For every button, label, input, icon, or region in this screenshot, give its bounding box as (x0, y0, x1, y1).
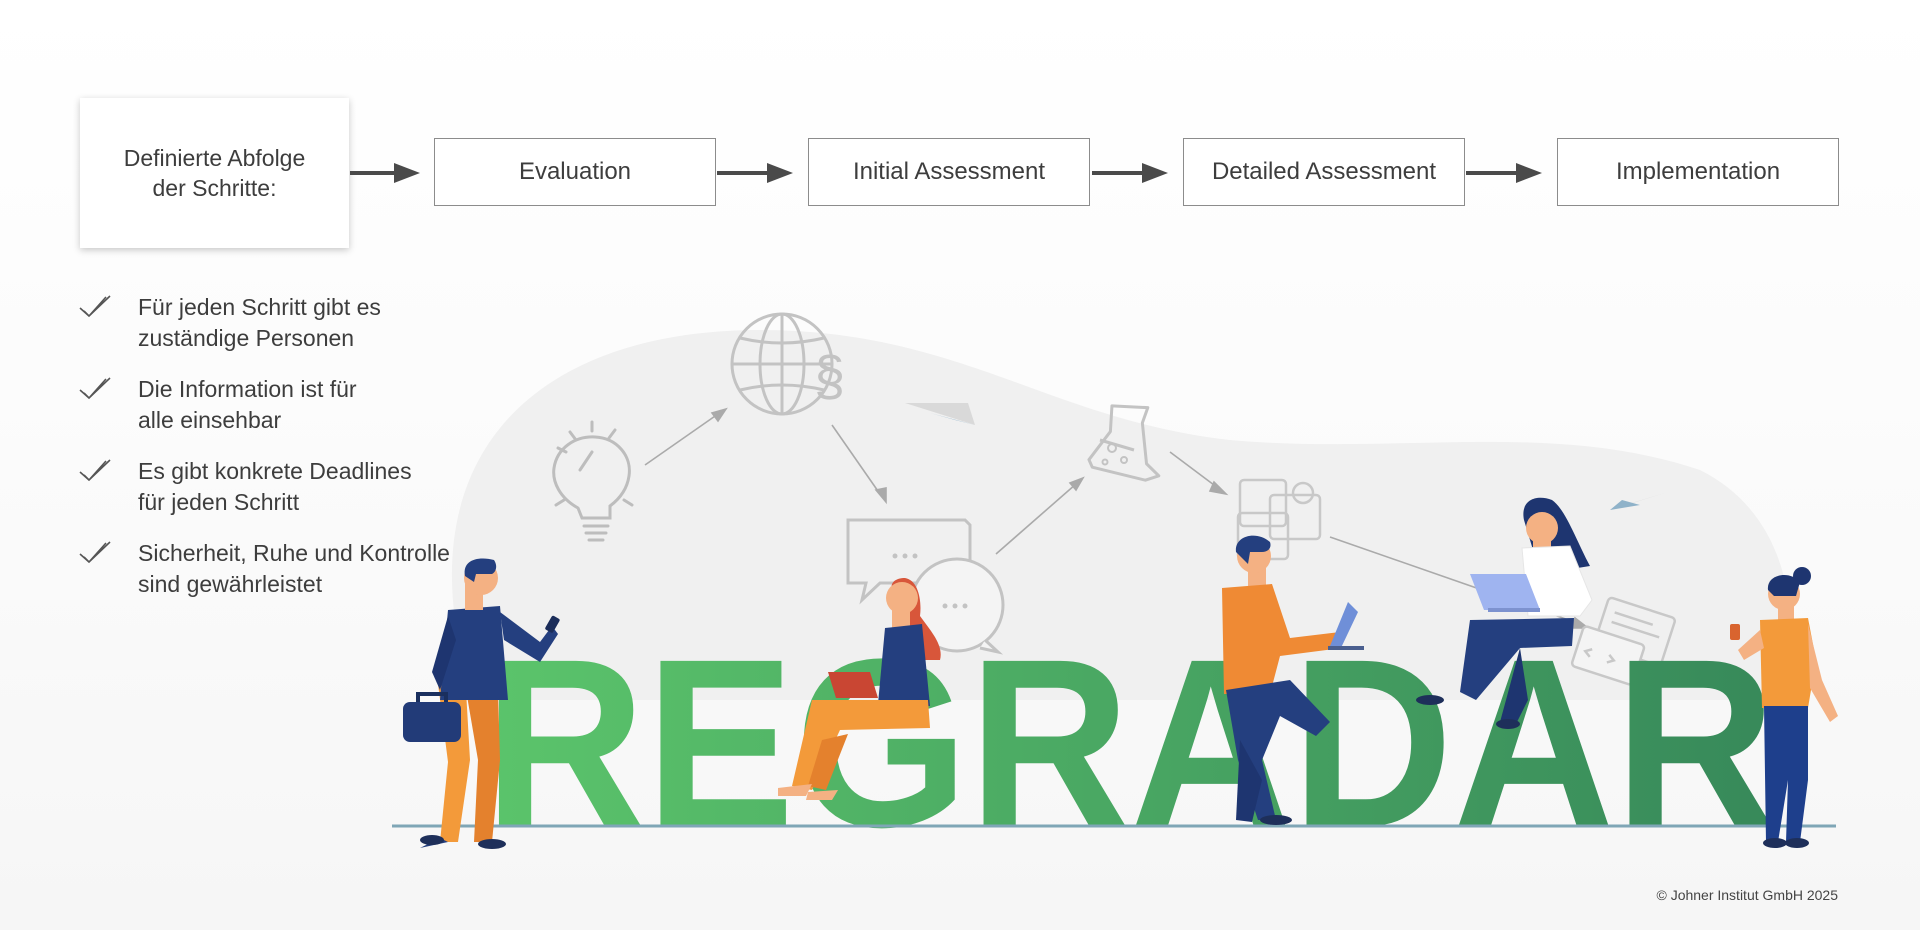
person-woman-laptop-right (1416, 497, 1593, 729)
checkmark-icon (78, 538, 138, 600)
checklist-text-line2: alle einsehbar (138, 407, 282, 433)
checkmark-icon (78, 292, 138, 354)
step-label: Implementation (1615, 158, 1781, 185)
step-evaluation: Evaluation (434, 138, 716, 206)
paper-plane-icon (905, 403, 1668, 510)
checklist-item: Sicherheit, Ruhe und Kontrolle sind gewä… (78, 538, 478, 600)
step-detailed-assessment: Detailed Assessment (1183, 138, 1465, 206)
flow-arrow-right-icon (1466, 163, 1542, 183)
flask-bubbles (1101, 443, 1128, 466)
benefits-checklist: Für jeden Schritt gibt es zuständige Per… (78, 292, 478, 620)
start-label-line1: Definierte Abfolge (123, 145, 306, 171)
checklist-text-line2: zuständige Personen (138, 325, 355, 351)
checklist-text-line2: für jeden Schritt (138, 489, 300, 515)
code-window-icon (1570, 596, 1676, 686)
flow-arrow-2 (831, 424, 887, 505)
paragraph-symbol: § (814, 344, 845, 407)
flow-arrow-right-icon (717, 163, 793, 183)
person-woman-phone (1730, 567, 1838, 848)
person-woman-laptop-left (778, 578, 941, 800)
checklist-text-line2: sind gewährleistet (138, 571, 323, 597)
process-start-box: Definierte Abfolge der Schritte: (80, 98, 349, 248)
checklist-text-line1: Sicherheit, Ruhe und Kontrolle (138, 540, 450, 566)
step-label: Evaluation (518, 158, 632, 185)
checkmark-icon (78, 456, 138, 518)
globe-law-icon (730, 312, 834, 416)
flow-arrow-right-icon (350, 163, 420, 183)
regradar-letters: REGRADAR (484, 609, 1776, 877)
lightbulb-icon (552, 420, 634, 542)
step-initial-assessment: Initial Assessment (808, 138, 1090, 206)
checklist-text-line1: Es gibt konkrete Deadlines (138, 458, 412, 484)
checkmark-icon (78, 374, 138, 436)
checklist-item: Für jeden Schritt gibt es zuständige Per… (78, 292, 478, 354)
checklist-item: Die Information ist für alle einsehbar (78, 374, 478, 436)
copyright-notice: © Johner Institut GmbH 2025 (1656, 887, 1838, 903)
step-implementation: Implementation (1557, 138, 1839, 206)
flow-arrow-3 (995, 476, 1085, 555)
checklist-text-line1: Für jeden Schritt gibt es (138, 294, 381, 320)
lab-flask-icon (1087, 404, 1161, 482)
checklist-item: Es gibt konkrete Deadlines für jeden Sch… (78, 456, 478, 518)
chat-dots (892, 553, 968, 609)
checklist-text-line1: Die Information ist für (138, 376, 357, 402)
step-label: Detailed Assessment (1211, 158, 1437, 185)
flow-arrow-4 (1169, 451, 1229, 496)
flow-arrow-right-icon (1092, 163, 1168, 183)
person-man-briefcase (403, 558, 560, 849)
person-man-laptop (1222, 535, 1364, 825)
start-label-line2: der Schritte: (152, 175, 277, 201)
step-label: Initial Assessment (852, 158, 1046, 185)
background-blob (451, 330, 1791, 700)
flow-arrow-1 (644, 407, 728, 466)
